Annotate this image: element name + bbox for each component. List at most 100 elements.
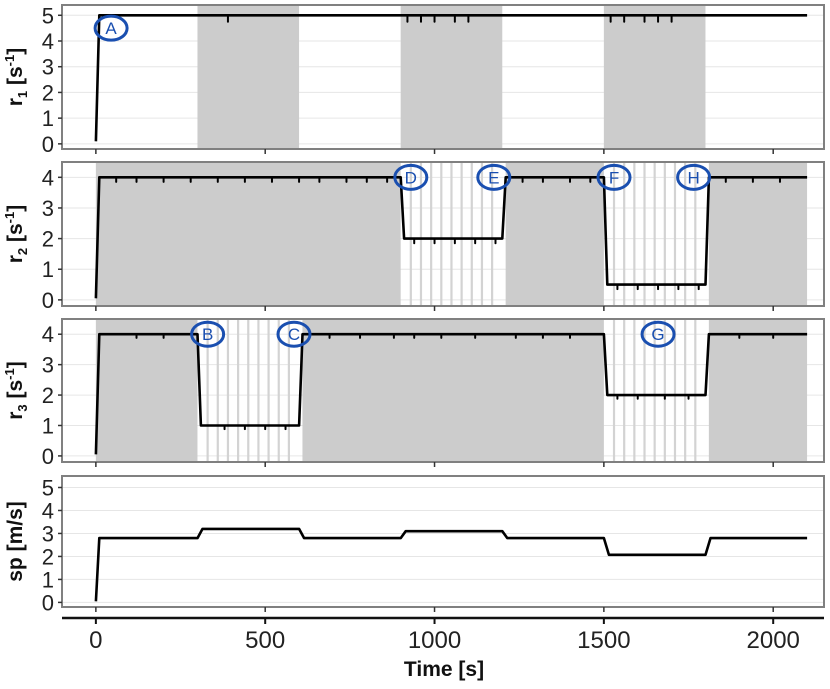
annotation-label: E xyxy=(488,168,499,187)
annotation-label: G xyxy=(651,325,664,344)
annotation-ellipse xyxy=(676,163,712,191)
annotation-label: B xyxy=(202,325,213,344)
y-tick-label: 0 xyxy=(42,132,54,157)
y-tick-label: 1 xyxy=(42,413,54,438)
y-tick-label: 3 xyxy=(42,55,54,80)
y-axis-title-close: ] xyxy=(4,361,27,368)
shaded-regions xyxy=(197,5,706,149)
y-tick-label: 2 xyxy=(42,227,54,252)
series-dips xyxy=(135,333,775,431)
shaded-region xyxy=(505,162,604,306)
y-axis-title-sub: 1 xyxy=(15,91,30,98)
annotation-ellipse xyxy=(393,163,429,191)
shaded-region xyxy=(400,5,503,149)
y-tick-label: 1 xyxy=(42,106,54,131)
y-axis-title: sp [m/s] xyxy=(4,501,27,582)
annotation-f: F xyxy=(596,163,632,191)
x-tick-label: 1500 xyxy=(577,627,630,654)
gridlines xyxy=(62,486,824,603)
shaded-region xyxy=(302,319,604,462)
annotation-label: C xyxy=(288,325,300,344)
annotation-label: D xyxy=(405,168,417,187)
panel-x-ticks xyxy=(95,149,774,154)
x-axis-title: Time [s] xyxy=(404,658,484,681)
panel-x-ticks xyxy=(95,607,774,612)
shaded-regions xyxy=(95,162,808,306)
annotation-d: D xyxy=(393,163,429,191)
series-dips xyxy=(226,14,673,23)
y-tick-label: 2 xyxy=(42,544,54,569)
y-tick-label: 4 xyxy=(42,165,54,190)
shaded-region xyxy=(708,162,808,306)
y-axis-title-unit: [s xyxy=(4,380,27,405)
y-tick-label: 5 xyxy=(42,3,54,28)
y-axis-title-main: r xyxy=(4,255,27,263)
y-axis-title-sub: 2 xyxy=(15,248,30,255)
y-tick-label: 0 xyxy=(42,288,54,313)
series-line xyxy=(94,14,808,142)
y-axis-title: r1 [s-1] xyxy=(2,48,30,107)
y-axis: 0 1 2 3 4 xyxy=(42,165,62,313)
x-tick-label: 2000 xyxy=(747,627,800,654)
y-tick-label: 0 xyxy=(42,444,54,469)
shaded-region xyxy=(95,162,401,306)
x-tick-label: 500 xyxy=(245,627,285,654)
y-axis-title: r3 [s-1] xyxy=(2,361,30,420)
y-axis-title-close: ] xyxy=(4,48,27,55)
y-tick-label: 2 xyxy=(42,80,54,105)
panel-x-ticks xyxy=(95,462,774,467)
y-tick-label: 1 xyxy=(42,257,54,282)
y-axis-title: r2 [s-1] xyxy=(2,205,30,264)
x-axis: 0 500 1000 1500 2000 xyxy=(62,616,824,654)
y-tick-label: 1 xyxy=(42,567,54,592)
panel-x-ticks xyxy=(95,306,774,311)
annotation-a: A xyxy=(93,14,129,42)
annotation-label: H xyxy=(687,168,699,187)
y-tick-label: 4 xyxy=(42,322,54,347)
annotation-label: A xyxy=(105,19,117,38)
y-tick-label: 4 xyxy=(42,29,54,54)
series-line xyxy=(94,527,808,602)
shaded-region xyxy=(603,5,706,149)
shaded-region xyxy=(197,5,300,149)
y-axis-title-close: ] xyxy=(4,205,27,212)
annotation-ellipse xyxy=(640,320,676,348)
annotation-label: F xyxy=(609,168,619,187)
y-axis-title-sub: 3 xyxy=(15,404,30,411)
y-tick-label: 0 xyxy=(42,590,54,615)
annotation-e: E xyxy=(476,163,512,191)
series-line xyxy=(94,332,808,455)
panel-frame xyxy=(61,475,825,608)
y-tick-label: 3 xyxy=(42,353,54,378)
series-line xyxy=(94,176,808,299)
y-tick-label: 4 xyxy=(42,498,54,523)
x-tick-label: 0 xyxy=(89,627,102,654)
y-tick-label: 3 xyxy=(42,521,54,546)
y-axis-title-unit: [s xyxy=(4,223,27,248)
y-axis-title-sup: -1 xyxy=(2,212,17,224)
y-axis-title-sup: -1 xyxy=(2,55,17,67)
panel-frame xyxy=(61,4,825,150)
y-tick-label: 3 xyxy=(42,196,54,221)
shaded-region xyxy=(708,319,808,462)
y-axis-title-unit: [s xyxy=(4,66,27,91)
shaded-region xyxy=(95,319,198,462)
panel-frame xyxy=(61,318,825,463)
y-tick-label: 5 xyxy=(42,475,54,500)
shaded-regions xyxy=(95,319,808,462)
y-axis-title-main: sp [m/s] xyxy=(4,501,27,582)
x-tick-label: 1000 xyxy=(408,627,461,654)
annotation-c: C xyxy=(276,320,312,348)
y-axis-title-main: r xyxy=(4,412,27,420)
annotation-ellipse xyxy=(596,163,632,191)
y-axis-title-main: r xyxy=(4,98,27,106)
annotation-h: H xyxy=(676,163,712,191)
